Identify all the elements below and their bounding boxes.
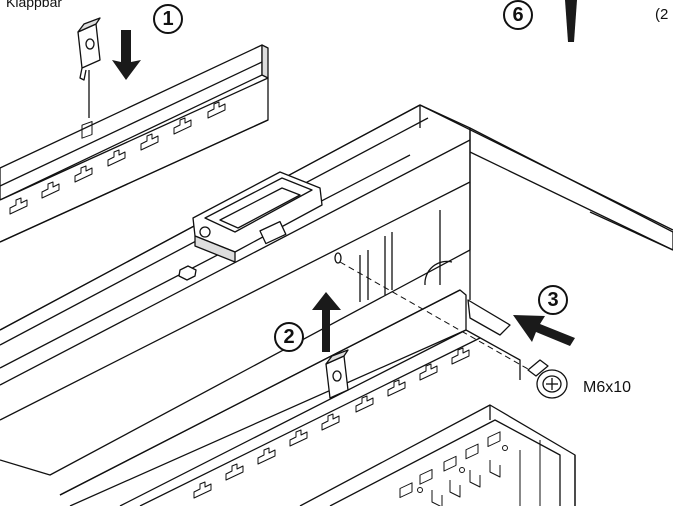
upper-rail <box>0 44 269 243</box>
step-3-badge: 3 <box>538 285 568 315</box>
arrow-down-step1 <box>112 30 141 80</box>
terminal-blocks <box>299 404 576 508</box>
label-screw: M6x10 <box>583 379 632 396</box>
label-klappbar: Klappbar <box>6 0 63 10</box>
step-2-badge: 2 <box>274 322 304 352</box>
arrow-down-step6 <box>565 0 577 42</box>
arrow-up-step2 <box>312 292 341 352</box>
screw-m6x10 <box>339 261 568 399</box>
clamp-bracket <box>178 171 323 281</box>
step-6-badge: 6 <box>503 0 533 30</box>
arrow-left-step3 <box>513 315 575 346</box>
label-top-right: (2 <box>655 6 669 23</box>
clip-top <box>77 17 101 118</box>
clip-bottom <box>325 349 349 399</box>
step-1-badge: 1 <box>153 4 183 34</box>
lower-rail <box>59 289 521 507</box>
